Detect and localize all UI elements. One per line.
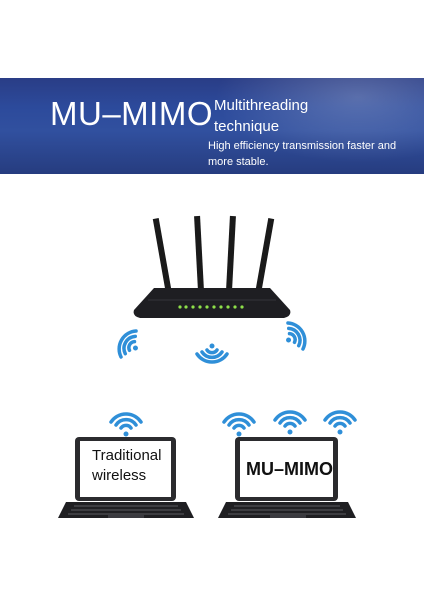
laptop-mumimo-label: MU–MIMO — [246, 459, 333, 479]
wifi-icon — [273, 410, 307, 435]
router-signal-icons — [117, 321, 307, 364]
wifi-icon — [117, 329, 138, 359]
laptop-signal-icons — [109, 410, 357, 437]
laptop-traditional-label: Traditional wireless — [92, 447, 162, 484]
wifi-icon — [323, 410, 357, 435]
banner-description: High efficiency transmission faster and … — [208, 140, 397, 168]
laptop-traditional — [58, 437, 194, 518]
header-banner — [0, 78, 424, 174]
wifi-icon — [195, 343, 229, 364]
router — [133, 215, 291, 318]
laptop-mumimo — [218, 437, 356, 518]
wifi-icon — [286, 321, 307, 351]
wifi-icon — [109, 412, 143, 437]
wifi-icon — [222, 412, 256, 437]
banner-subtitle: Multithreading technique — [214, 97, 309, 135]
banner-title: MU–MIMO — [50, 95, 213, 132]
